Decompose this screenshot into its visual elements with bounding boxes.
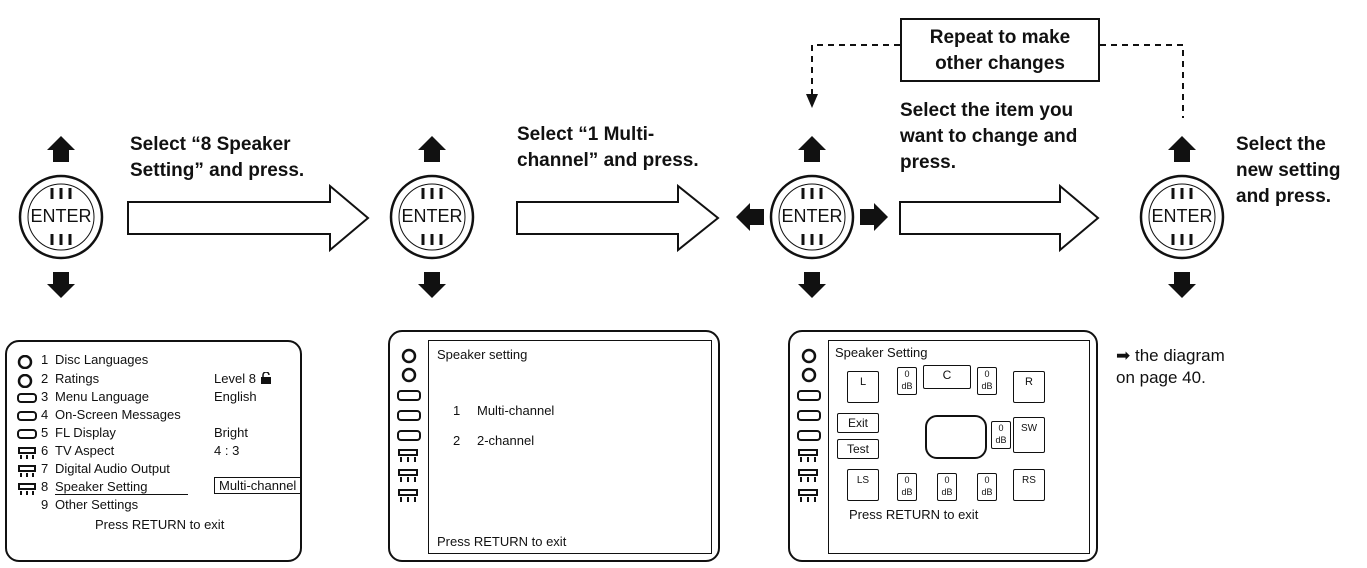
ratings-value: Level 8 (214, 371, 272, 387)
display-icon (17, 410, 37, 422)
screen1-footer: Press RETURN to exit (95, 517, 225, 532)
screen2-footer: Press RETURN to exit (437, 534, 567, 549)
panel-title: Speaker Setting (835, 345, 928, 360)
repeat-line-right (1100, 44, 1184, 118)
flow-arrow-3 (899, 183, 1100, 253)
speaker-icon (17, 482, 37, 495)
menu-language-value: English (214, 389, 257, 404)
enter-label: ENTER (30, 206, 92, 226)
enter-label: ENTER (781, 206, 843, 226)
exit-button[interactable]: Exit (837, 413, 879, 433)
step-1-caption: Select “8 Speaker Setting” and press. (130, 134, 305, 181)
enter-label: ENTER (1151, 206, 1213, 226)
disc-icon (17, 354, 37, 369)
tv-aspect-value: 4 : 3 (214, 443, 240, 458)
speaker-setting-value: Multi-channel (214, 477, 300, 494)
enter-label: ENTER (401, 206, 463, 226)
speaker-l-button[interactable]: L (847, 371, 879, 403)
repeat-line-left (811, 44, 900, 95)
panel-title: Speaker setting (437, 347, 528, 362)
speaker-icon (17, 464, 37, 477)
speaker-r-button[interactable]: R (1013, 371, 1045, 403)
step-4-caption: Select the new setting and press. (1236, 134, 1341, 207)
page-reference-note: ➡ the diagram on page 40. (1116, 346, 1225, 387)
screen3-footer: Press RETURN to exit (849, 507, 979, 522)
flow-arrow-2 (516, 183, 720, 253)
disc-icon (17, 373, 37, 388)
fl-display-value: Bright (214, 425, 248, 440)
speaker-icon (17, 446, 37, 459)
lock-icon (260, 371, 272, 387)
test-button[interactable]: Test (837, 439, 879, 459)
display-icon (17, 428, 37, 440)
speaker-rs-button[interactable]: RS (1013, 469, 1045, 501)
speaker-ls-button[interactable]: LS (847, 469, 879, 501)
repeat-box: Repeat to make other changes (900, 18, 1100, 82)
flow-arrow-1 (127, 183, 370, 253)
repeat-arrowhead (806, 94, 818, 108)
listener-sofa-icon (925, 415, 987, 459)
sidebar-icons (797, 348, 821, 502)
speaker-c-button[interactable]: C (923, 365, 971, 389)
speaker-sw-button[interactable]: SW (1013, 417, 1045, 453)
step-2-caption: Select “1 Multi- channel” and press. (517, 124, 699, 171)
step-3-caption: Select the item you want to change and p… (900, 100, 1078, 173)
display-icon (17, 392, 37, 404)
sidebar-icons (397, 348, 421, 502)
